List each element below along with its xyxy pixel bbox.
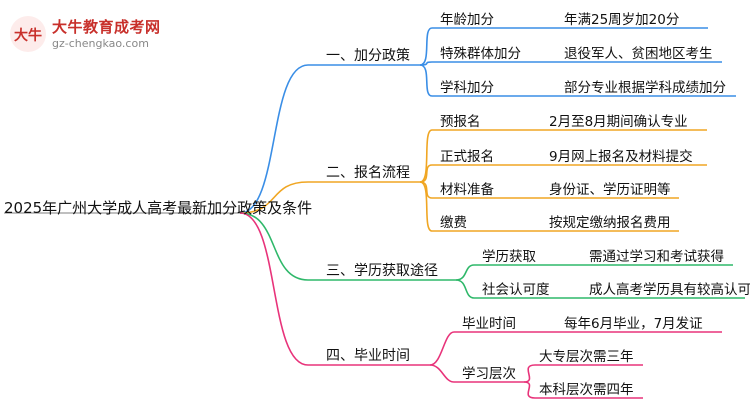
item-key: 缴费 <box>440 215 467 231</box>
item-key: 年龄加分 <box>440 12 494 28</box>
root-to-branch-connector <box>239 64 309 214</box>
sub-item-value: 大专层次需三年 <box>539 349 634 365</box>
branch-label: 三、学历获取途径 <box>326 263 438 279</box>
item-value: 需通过学习和考试获得 <box>589 249 724 265</box>
item-key: 毕业时间 <box>462 316 516 332</box>
branch-to-item-connector <box>419 129 433 183</box>
branch-to-item-connector <box>419 181 433 232</box>
branch-to-item-connector <box>429 331 455 366</box>
item-key: 材料准备 <box>440 182 494 198</box>
item-value: 每年6月毕业，7月发证 <box>564 316 703 332</box>
item-key: 特殊群体加分 <box>440 46 521 62</box>
item-value: 按规定缴纳报名费用 <box>549 215 671 231</box>
sub-item-connector <box>523 381 643 399</box>
item-value: 部分专业根据学科成绩加分 <box>564 80 726 96</box>
item-key: 正式报名 <box>440 149 494 165</box>
branch-to-item-connector <box>455 279 475 299</box>
branch-to-item-connector <box>419 64 433 97</box>
branch-label: 一、加分政策 <box>326 48 410 64</box>
bull-logo-icon: 大牛 <box>10 16 46 52</box>
site-logo: 大牛 大牛教育成考网 gz-chengkao.com <box>8 14 208 54</box>
branch-to-item-connector <box>419 27 433 66</box>
root-to-branch-connector <box>239 212 309 366</box>
sub-item-value: 本科层次需四年 <box>539 382 634 398</box>
branch-label: 二、报名流程 <box>326 165 410 181</box>
root-to-branch-connector <box>239 181 309 214</box>
item-value: 2月至8月期间确认专业 <box>549 114 688 130</box>
item-value: 成人高考学历具有较高认可度 <box>589 282 750 298</box>
root-to-branch-connector <box>239 212 309 281</box>
branch-to-item-connector <box>455 264 475 281</box>
item-key: 学历获取 <box>482 249 536 265</box>
logo-mark: 大牛 <box>14 27 42 44</box>
branch-label: 四、毕业时间 <box>326 348 410 364</box>
item-value: 退役军人、贫困地区考生 <box>564 46 713 62</box>
root-topic: 2025年广州大学成人高考最新加分政策及条件 <box>4 199 313 217</box>
branch-to-item-connector <box>429 364 455 383</box>
sub-item-connector <box>523 364 643 383</box>
logo-url: gz-chengkao.com <box>52 37 149 50</box>
item-key: 学习层次 <box>462 366 516 382</box>
item-key: 社会认可度 <box>482 282 550 298</box>
item-key: 学科加分 <box>440 80 494 96</box>
item-value: 年满25周岁加20分 <box>564 12 680 28</box>
item-value: 9月网上报名及材料提交 <box>549 149 693 165</box>
item-value: 身份证、学历证明等 <box>549 182 671 198</box>
item-key: 预报名 <box>440 114 481 130</box>
logo-title: 大牛教育成考网 <box>52 18 161 36</box>
